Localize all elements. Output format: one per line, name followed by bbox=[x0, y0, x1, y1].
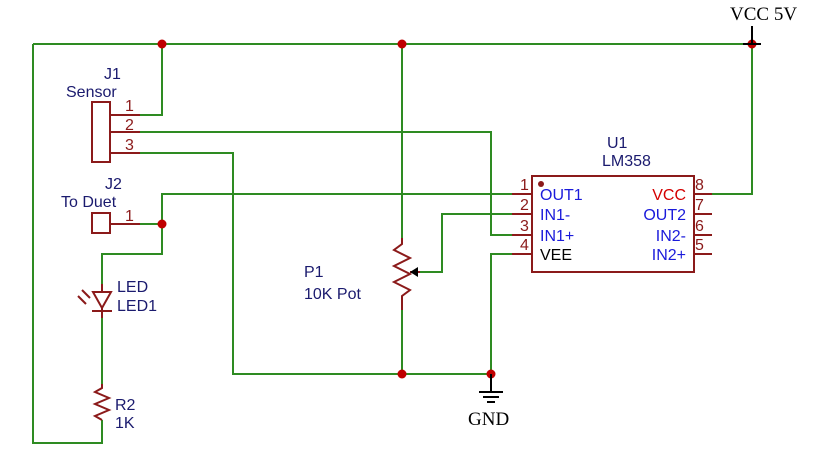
u1-pin-num-5: 5 bbox=[695, 237, 704, 254]
j1-pin-1: 1 bbox=[125, 98, 134, 115]
wire-pot-wiper bbox=[420, 213, 512, 273]
r2-zigzag bbox=[92, 384, 112, 421]
wire-out1 bbox=[161, 193, 512, 224]
j2-body bbox=[91, 212, 111, 234]
j1-body bbox=[91, 101, 111, 163]
wire-j1-pin2 bbox=[140, 131, 512, 236]
u1-pin-num-2: 2 bbox=[520, 197, 529, 214]
u1-pin-name-in1-minus: IN1- bbox=[540, 207, 570, 224]
u1-pin-name-in2-plus: IN2+ bbox=[652, 247, 686, 264]
u1-pin-num-3: 3 bbox=[520, 218, 529, 235]
wires bbox=[32, 43, 753, 444]
u1-pin-name-out1: OUT1 bbox=[540, 187, 583, 204]
u1-pin-name-out2: OUT2 bbox=[643, 207, 686, 224]
r2-ref: R2 bbox=[115, 397, 136, 414]
junction-dot bbox=[397, 369, 407, 379]
u1-pin-num-6: 6 bbox=[695, 218, 704, 235]
led-value: LED1 bbox=[117, 298, 157, 315]
p1-value: 10K Pot bbox=[304, 286, 361, 303]
junction-dot bbox=[157, 219, 167, 229]
p1-ref: P1 bbox=[304, 264, 324, 281]
p1-zigzag bbox=[391, 238, 413, 310]
vcc-power-symbol[interactable]: VCC 5V bbox=[730, 4, 797, 45]
wire-led-anode bbox=[101, 224, 163, 284]
p1-potentiometer[interactable]: P1 10K Pot bbox=[304, 238, 420, 310]
j1-connector[interactable]: J1 Sensor 1 2 3 bbox=[66, 66, 140, 163]
u1-pin-name-vcc: VCC bbox=[652, 187, 686, 204]
led-diode[interactable]: LED LED1 bbox=[77, 279, 157, 318]
j1-pin-3: 3 bbox=[125, 137, 134, 154]
u1-pin-name-vee: VEE bbox=[540, 247, 572, 264]
j2-connector[interactable]: J2 To Duet 1 bbox=[61, 176, 140, 234]
u1-pin-name-in1-plus: IN1+ bbox=[540, 228, 574, 245]
j1-value: Sensor bbox=[66, 84, 117, 101]
led-triangle bbox=[91, 291, 113, 311]
led-ref: LED bbox=[117, 279, 148, 296]
wire-vcc-pin8 bbox=[712, 44, 753, 195]
u1-pin1-marker bbox=[538, 181, 544, 187]
junction-dot bbox=[397, 39, 407, 49]
u1-ref: U1 bbox=[607, 135, 628, 152]
u1-opamp[interactable]: U1 LM358 1 2 3 4 OUT1 IN1- IN1+ VEE 8 7 … bbox=[512, 135, 712, 273]
p1-wiper-arrow bbox=[410, 267, 418, 277]
vcc-label: VCC 5V bbox=[730, 4, 797, 25]
wire-vee bbox=[490, 253, 512, 374]
j1-pin-2: 2 bbox=[125, 117, 134, 134]
u1-pin-num-7: 7 bbox=[695, 197, 704, 214]
gnd-symbol[interactable]: GND bbox=[468, 374, 509, 430]
u1-pin-name-in2-minus: IN2- bbox=[656, 228, 686, 245]
r2-value: 1K bbox=[115, 415, 135, 432]
junction-dot bbox=[157, 39, 167, 49]
u1-value: LM358 bbox=[602, 153, 651, 170]
wire-j1-pin1 bbox=[140, 44, 163, 116]
u1-pin-num-8: 8 bbox=[695, 177, 704, 194]
u1-pin-num-1: 1 bbox=[520, 177, 529, 194]
j1-ref: J1 bbox=[104, 66, 121, 83]
u1-body bbox=[531, 175, 695, 273]
j2-ref: J2 bbox=[105, 176, 122, 193]
u1-pin-num-4: 4 bbox=[520, 237, 529, 254]
wire-left-loop bbox=[32, 44, 103, 444]
j2-value: To Duet bbox=[61, 194, 117, 211]
gnd-label: GND bbox=[468, 409, 509, 430]
j2-pin-1: 1 bbox=[125, 208, 134, 225]
wire-j1-pin3 bbox=[140, 152, 491, 375]
r2-resistor[interactable]: R2 1K bbox=[92, 384, 136, 432]
